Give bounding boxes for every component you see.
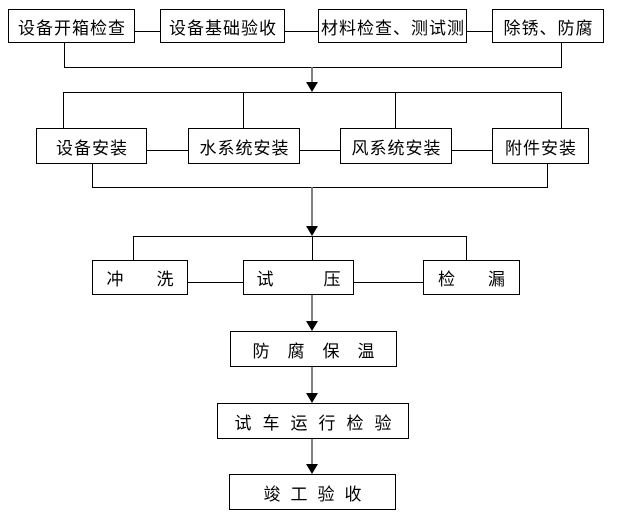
connector-line xyxy=(64,67,562,68)
connector-line xyxy=(133,236,134,260)
connector-line xyxy=(243,92,244,128)
connector-line xyxy=(300,150,340,151)
connector-line xyxy=(92,187,548,188)
node-label: 除锈、防腐 xyxy=(503,18,594,38)
arrow-shaft xyxy=(311,439,313,465)
node-anticorrosion-insulation: 防腐保温 xyxy=(230,331,397,367)
node-label: 冲洗 xyxy=(106,270,207,289)
node-material-inspection-testing: 材料检查、测试测 xyxy=(318,9,467,43)
node-label: 材料检查、测试测 xyxy=(321,18,465,38)
connector-line xyxy=(147,150,188,151)
connector-line xyxy=(561,92,562,128)
flow-arrow-down xyxy=(306,439,319,474)
connector-line xyxy=(395,92,396,128)
node-flushing: 冲洗 xyxy=(92,260,188,295)
flow-arrow-down xyxy=(306,295,319,331)
arrow-head-icon xyxy=(306,321,318,331)
connector-line xyxy=(64,43,65,67)
connector-line xyxy=(452,150,492,151)
arrow-head-icon xyxy=(306,226,318,236)
connector-line xyxy=(285,31,318,32)
node-pressure-test: 试压 xyxy=(243,260,354,295)
node-label: 试压 xyxy=(256,270,391,289)
node-rust-removal-anticorrosion: 除锈、防腐 xyxy=(492,9,604,43)
node-water-system-installation: 水系统安装 xyxy=(188,128,300,164)
node-label: 附件安装 xyxy=(505,138,577,158)
connector-line xyxy=(63,92,562,93)
node-leak-check: 检漏 xyxy=(423,260,520,295)
connector-line xyxy=(312,236,313,260)
flow-arrow-down xyxy=(306,67,319,92)
connector-line xyxy=(135,31,160,32)
arrow-shaft xyxy=(311,295,313,322)
node-label: 竣工验收 xyxy=(263,484,372,504)
connector-line xyxy=(133,236,467,237)
arrow-shaft xyxy=(311,187,313,227)
connector-line xyxy=(547,164,548,187)
connector-line xyxy=(561,43,562,67)
node-label: 水系统安装 xyxy=(199,138,290,158)
node-label: 试车运行检验 xyxy=(234,413,403,433)
node-equipment-foundation-acceptance: 设备基础验收 xyxy=(160,9,285,43)
arrow-shaft xyxy=(311,67,313,83)
connector-line xyxy=(92,164,93,187)
connector-line xyxy=(354,282,423,283)
connector-line xyxy=(467,31,492,32)
connector-line xyxy=(63,92,64,128)
node-label: 防腐保温 xyxy=(252,341,393,361)
node-label: 设备基础验收 xyxy=(169,18,277,38)
node-air-system-installation: 风系统安装 xyxy=(340,128,452,164)
node-equipment-installation: 设备安装 xyxy=(36,128,147,164)
node-label: 设备开箱检查 xyxy=(18,18,126,38)
node-completion-acceptance: 竣工验收 xyxy=(229,474,396,510)
node-label: 检漏 xyxy=(438,270,538,289)
node-label: 设备安装 xyxy=(56,138,128,158)
arrow-shaft xyxy=(311,367,313,394)
arrow-head-icon xyxy=(306,393,318,403)
connector-line xyxy=(188,282,243,283)
node-equipment-unboxing-check: 设备开箱检查 xyxy=(8,9,135,43)
arrow-head-icon xyxy=(306,464,318,474)
connector-line xyxy=(466,236,467,260)
node-trial-run-inspection: 试车运行检验 xyxy=(217,403,409,439)
flow-arrow-down xyxy=(306,187,319,236)
flow-arrow-down xyxy=(306,367,319,403)
node-label: 风系统安装 xyxy=(351,138,442,158)
node-accessory-installation: 附件安装 xyxy=(492,128,589,164)
arrow-head-icon xyxy=(306,82,318,92)
